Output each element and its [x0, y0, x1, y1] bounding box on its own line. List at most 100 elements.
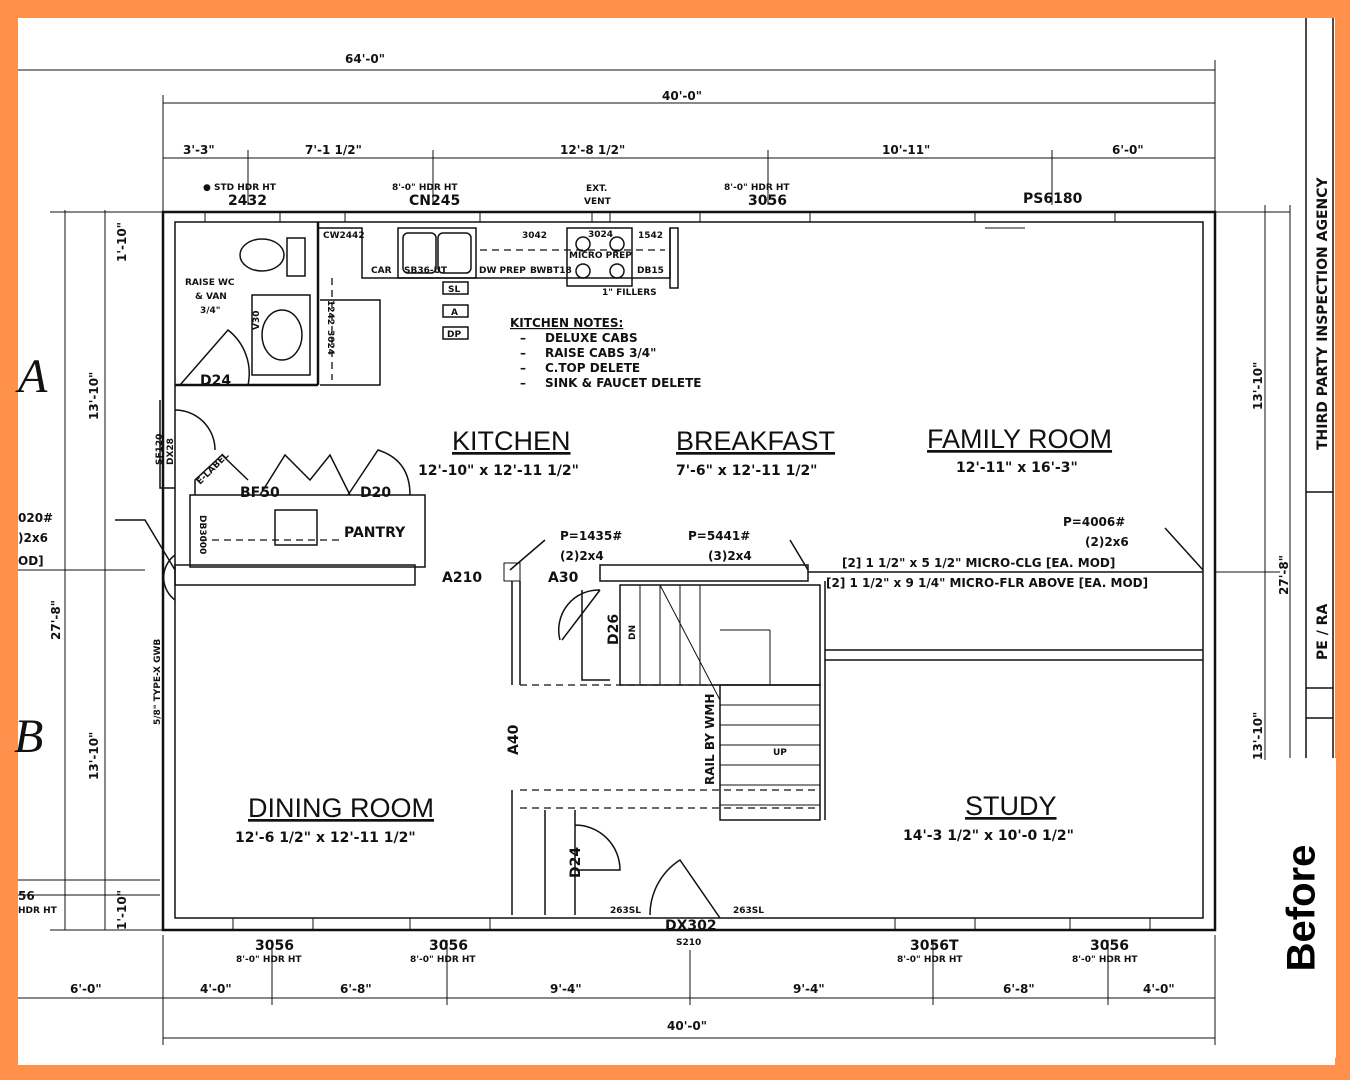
plan-text: (2)2x4 — [560, 549, 604, 563]
plan-text: A210 — [442, 570, 482, 586]
plan-text: C.TOP DELETE — [545, 361, 640, 375]
note-dash: – — [520, 346, 526, 360]
note-dash: – — [520, 376, 526, 390]
plan-text: CAR — [371, 266, 392, 276]
dim-house-top: 40'-0" — [662, 89, 702, 103]
plan-text: D20 — [360, 485, 391, 501]
plan-text: [2] 1 1/2" x 5 1/2" MICRO-CLG [EA. MOD] — [842, 556, 1115, 570]
plan-text: 3024 — [325, 330, 335, 355]
plan-text: DB3000 — [197, 515, 207, 554]
plan-text: UP — [773, 748, 787, 758]
pe-ra-label: PE / RA — [1315, 604, 1331, 660]
plan-text: 1242 — [325, 300, 335, 325]
plan-text: 5/8" TYPE-X GWB — [153, 639, 163, 725]
plan-text: 13'-10" — [1251, 712, 1265, 760]
plan-text: MICRO PREP — [569, 251, 632, 261]
plan-text: D24 — [568, 847, 584, 878]
plan-text: 1'-10" — [115, 222, 129, 262]
room-family: FAMILY ROOM — [927, 424, 1112, 454]
plan-text: DP — [447, 330, 461, 340]
plan-text: 27'-8" — [49, 600, 63, 640]
window-code: 3056 — [748, 193, 787, 209]
plan-text: DB15 — [637, 266, 664, 276]
plan-text: EXT. — [586, 184, 607, 194]
sink-icon — [261, 309, 303, 361]
plan-text: 8'-0" HDR HT — [236, 955, 302, 965]
plan-text: 6'-0" — [1112, 143, 1144, 157]
plan-text: 12'-10" x 12'-11 1/2" — [418, 463, 579, 479]
window-code: PS6180 — [1023, 191, 1083, 207]
before-badge: Before — [1268, 758, 1336, 1058]
dim-overall-top: 64'-0" — [345, 52, 385, 66]
plan-text: 8'-0" HDR HT — [897, 955, 963, 965]
plan-text: 7'-1 1/2" — [305, 143, 362, 157]
plan-text: 8'-0" HDR HT — [1072, 955, 1138, 965]
plan-text: 40'-0" — [667, 1019, 707, 1033]
sidelight-right-label: 263SL — [733, 906, 764, 916]
plan-text: OD] — [18, 554, 44, 568]
plan-text: A30 — [548, 570, 579, 586]
room-study: STUDY — [965, 791, 1057, 821]
plan-text: DX28 — [166, 438, 176, 465]
plan-text: 8'-0" HDR HT — [392, 183, 458, 193]
plan-text: )2x6 — [18, 531, 48, 545]
plan-text: 020# — [18, 511, 53, 525]
bathroom: RAISE WC & VAN 3/4" V30 D24 — [175, 222, 320, 389]
plan-text: P=5441# — [688, 529, 750, 543]
plan-text: 6'-8" — [340, 982, 372, 996]
kitchen-notes: KITCHEN NOTES: – DELUXE CABS – RAISE CABS … — [510, 316, 702, 390]
plan-text: 12'-6 1/2" x 12'-11 1/2" — [235, 830, 416, 846]
module-a-label: A — [15, 350, 48, 403]
plan-text: SINK & FAUCET DELETE — [545, 376, 702, 390]
plan-text: 9'-4" — [793, 982, 825, 996]
left-dimensions: 1'-10" 13'-10" 13'-10" 1'-10" 27'-8" — [18, 210, 163, 931]
plan-text: 9'-4" — [550, 982, 582, 996]
plan-text: P=1435# — [560, 529, 622, 543]
bottom-dimensions: 263SL 263SL DX302 S210 3056 8'-0" HDR HT… — [18, 906, 1216, 1045]
plan-text: 13'-10" — [1251, 362, 1265, 410]
plan-text: BWBT18 — [530, 266, 572, 276]
note-dash: – — [520, 331, 526, 345]
plan-text: 10'-11" — [882, 143, 930, 157]
plan-text: RAIL BY WMH — [703, 694, 717, 785]
entry-door-label: DX302 — [665, 918, 717, 934]
module-b-label: B — [14, 710, 43, 763]
plan-text: 1'-10" — [115, 890, 129, 930]
plan-text: (2)2x6 — [1085, 535, 1129, 549]
plan-text: RAISE CABS 3/4" — [545, 346, 656, 360]
plan-text: [2] 1 1/2" x 9 1/4" MICRO-FLR ABOVE [EA.… — [826, 576, 1148, 590]
plan-text: 4'-0" — [200, 982, 232, 996]
plan-text: ● STD HDR HT — [203, 183, 277, 193]
plan-text: 3056 — [1090, 938, 1129, 954]
door-label: D24 — [200, 373, 231, 389]
window-code: 2432 — [228, 193, 267, 209]
before-label: Before — [1279, 844, 1324, 972]
plan-text: 8'-0" HDR HT — [724, 183, 790, 193]
plan-text: 12'-8 1/2" — [560, 143, 625, 157]
plan-text: 6'-8" — [1003, 982, 1035, 996]
toilet-icon — [239, 238, 285, 272]
plan-text: 13'-10" — [87, 732, 101, 780]
plan-text: KITCHEN NOTES: — [510, 316, 623, 330]
plan-text: 3056 — [255, 938, 294, 954]
plan-text: DELUXE CABS — [545, 331, 638, 345]
plan-text: 56 — [18, 889, 35, 903]
plan-text: 6'-0" — [70, 982, 102, 996]
plan-text: 14'-3 1/2" x 10'-0 1/2" — [903, 828, 1074, 844]
plan-text: VENT — [584, 197, 612, 207]
room-labels: KITCHEN 12'-10" x 12'-11 1/2" BREAKFAST … — [235, 424, 1112, 846]
room-breakfast: BREAKFAST — [676, 426, 835, 456]
top-dimensions: 64'-0" 40'-0" 3'-3" 7'-1 1/2" 12'-8 1/2"… — [18, 52, 1216, 215]
right-dimensions: 13'-10" 27'-8" 13'-10" — [1215, 205, 1291, 760]
plan-text: P=4006# — [1063, 515, 1125, 529]
plan-text: SL — [448, 285, 460, 295]
note-dash: – — [520, 361, 526, 375]
plan-text: 3/4" — [200, 306, 221, 316]
plan-text: V30 — [252, 311, 262, 331]
title-block: THIRD PARTY INSPECTION AGENCY PE / RA — [1305, 18, 1334, 760]
plan-text: 3024 — [588, 230, 613, 240]
plan-text: 3'-3" — [183, 143, 215, 157]
plan-text: PANTRY — [344, 525, 406, 541]
